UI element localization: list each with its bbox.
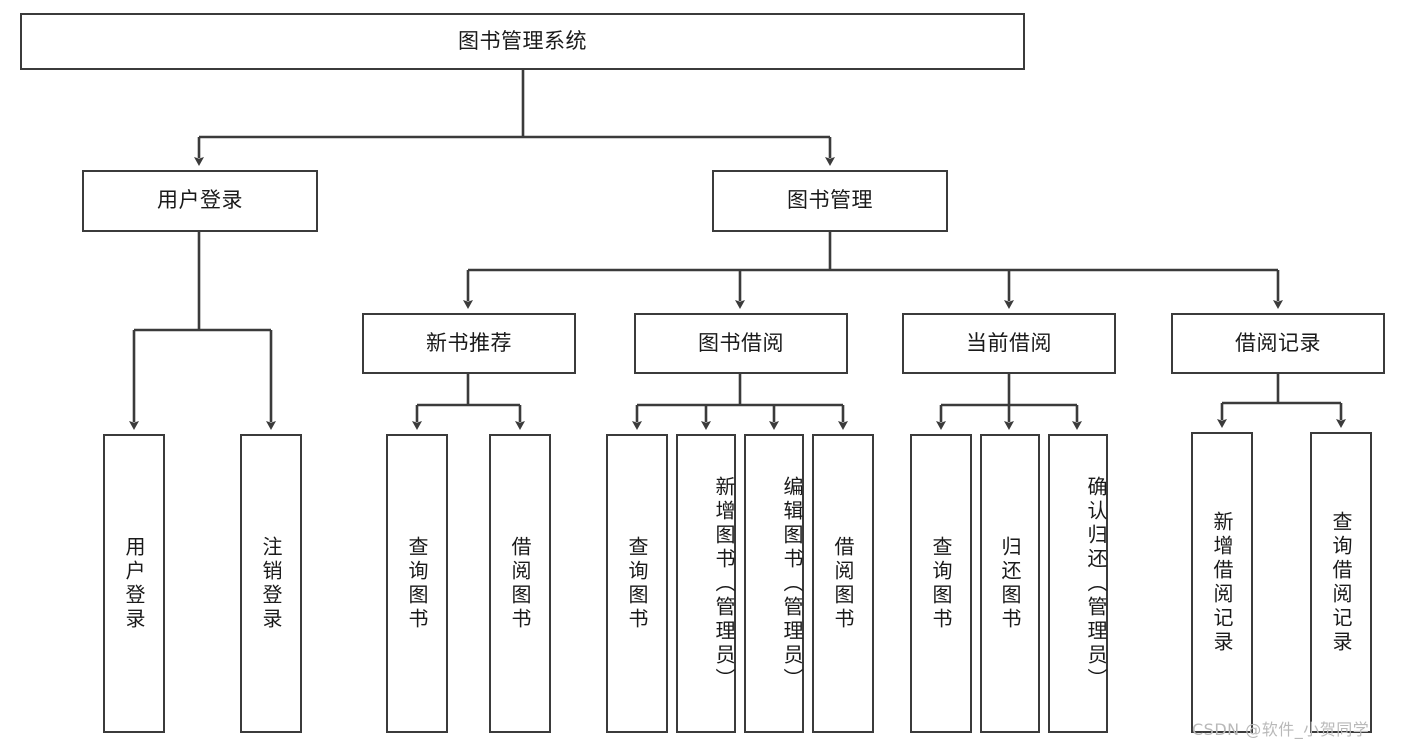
leaf-user-login[interactable]: 用户登录	[103, 434, 165, 733]
node-label: 图书管理系统	[458, 28, 587, 53]
node-borrow-record[interactable]: 借阅记录	[1171, 313, 1385, 374]
leaf-query-book-current[interactable]: 查询图书	[910, 434, 972, 733]
node-label: 新增借阅记录	[1210, 510, 1234, 655]
leaf-query-book-recommend[interactable]: 查询图书	[386, 434, 448, 733]
node-label: 查询图书	[405, 535, 429, 632]
node-label: 用户登录	[122, 535, 146, 632]
node-label: 借阅记录	[1235, 330, 1321, 355]
node-label: 借阅图书	[831, 535, 855, 632]
leaf-borrow-book[interactable]: 借阅图书	[812, 434, 874, 733]
node-label: 注销登录	[259, 535, 283, 632]
node-label: 图书管理	[787, 188, 873, 213]
node-label: 图书借阅	[698, 330, 784, 355]
leaf-borrow-book-recommend[interactable]: 借阅图书	[489, 434, 551, 733]
leaf-query-borrow-record[interactable]: 查询借阅记录	[1310, 432, 1372, 733]
node-label: 当前借阅	[966, 330, 1052, 355]
leaf-query-book-borrow[interactable]: 查询图书	[606, 434, 668, 733]
leaf-logout[interactable]: 注销登录	[240, 434, 302, 733]
node-label: 查询借阅记录	[1329, 510, 1353, 655]
node-label: 查询图书	[929, 535, 953, 632]
node-label: 借阅图书	[508, 535, 532, 632]
node-label: 确认归还（管理员）	[1084, 475, 1108, 692]
node-book-borrow[interactable]: 图书借阅	[634, 313, 848, 374]
leaf-return-book[interactable]: 归还图书	[980, 434, 1040, 733]
node-label: 新书推荐	[426, 330, 512, 355]
node-current-borrow[interactable]: 当前借阅	[902, 313, 1116, 374]
node-label: 新增图书（管理员）	[712, 475, 736, 692]
node-new-book-recommend[interactable]: 新书推荐	[362, 313, 576, 374]
csdn-watermark: CSDN @软件_小贺同学	[1192, 720, 1370, 739]
node-user-login[interactable]: 用户登录	[82, 170, 318, 232]
leaf-edit-book-admin[interactable]: 编辑图书（管理员）	[744, 434, 804, 733]
leaf-confirm-return-admin[interactable]: 确认归还（管理员）	[1048, 434, 1108, 733]
node-root-book-management-system[interactable]: 图书管理系统	[20, 13, 1025, 70]
leaf-add-borrow-record[interactable]: 新增借阅记录	[1191, 432, 1253, 733]
node-label: 用户登录	[157, 188, 243, 213]
node-label: 查询图书	[625, 535, 649, 632]
node-label: 归还图书	[998, 535, 1022, 632]
node-label: 编辑图书（管理员）	[780, 475, 804, 692]
node-book-manage[interactable]: 图书管理	[712, 170, 948, 232]
leaf-add-book-admin[interactable]: 新增图书（管理员）	[676, 434, 736, 733]
